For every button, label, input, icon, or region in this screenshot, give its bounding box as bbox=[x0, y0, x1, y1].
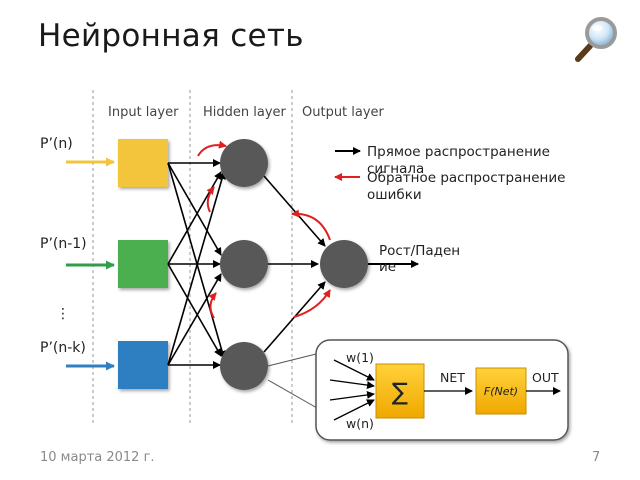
input-label-p-n-k: P’(n-k) bbox=[40, 340, 86, 356]
input-node-3 bbox=[118, 341, 168, 389]
hidden-output-connections bbox=[263, 175, 326, 353]
footer-date: 10 марта 2012 г. bbox=[40, 450, 155, 465]
legend-forward-label: Прямое распространение сигнала bbox=[367, 144, 554, 177]
legend-backward-label: Обратное распространение ошибки bbox=[367, 170, 570, 203]
output-value-label: Рост/Паден ие bbox=[379, 243, 464, 275]
weight-label-wn: w(n) bbox=[346, 416, 374, 431]
output-label-line-2: ие bbox=[379, 259, 396, 275]
callout-line bbox=[267, 351, 325, 367]
input-label-p-n: P’(n) bbox=[40, 136, 73, 152]
input-node-2 bbox=[118, 240, 168, 288]
out-label: OUT bbox=[532, 370, 559, 385]
input-ellipsis: ⋮ bbox=[56, 306, 70, 322]
magnifier-icon bbox=[575, 17, 617, 62]
activation-block bbox=[475, 367, 527, 415]
net-label: NET bbox=[440, 370, 465, 385]
activation-label: F(Net) bbox=[484, 385, 518, 398]
output-node bbox=[320, 240, 368, 288]
sum-symbol: ∑ bbox=[392, 378, 408, 406]
weight-label-w1: w(1) bbox=[346, 350, 374, 365]
input-node-1 bbox=[118, 139, 168, 187]
output-label-line-1: Рост/Паден bbox=[379, 243, 460, 259]
hidden-node-3 bbox=[220, 342, 268, 390]
callout-line bbox=[267, 379, 325, 413]
hidden-node-1 bbox=[220, 139, 268, 187]
hidden-layer-label: Hidden layer bbox=[203, 105, 287, 120]
weighted-inputs bbox=[329, 359, 375, 421]
page-number: 7 bbox=[592, 450, 601, 465]
backprop-arrows bbox=[197, 140, 331, 319]
hidden-node-2 bbox=[220, 240, 268, 288]
output-layer-label: Output layer bbox=[302, 105, 385, 120]
input-hidden-connections bbox=[167, 159, 226, 369]
page-title: Нейронная сеть bbox=[38, 18, 304, 54]
input-layer-label: Input layer bbox=[108, 105, 179, 120]
sum-block bbox=[375, 363, 425, 419]
input-label-p-n-1: P’(n-1) bbox=[40, 236, 87, 252]
